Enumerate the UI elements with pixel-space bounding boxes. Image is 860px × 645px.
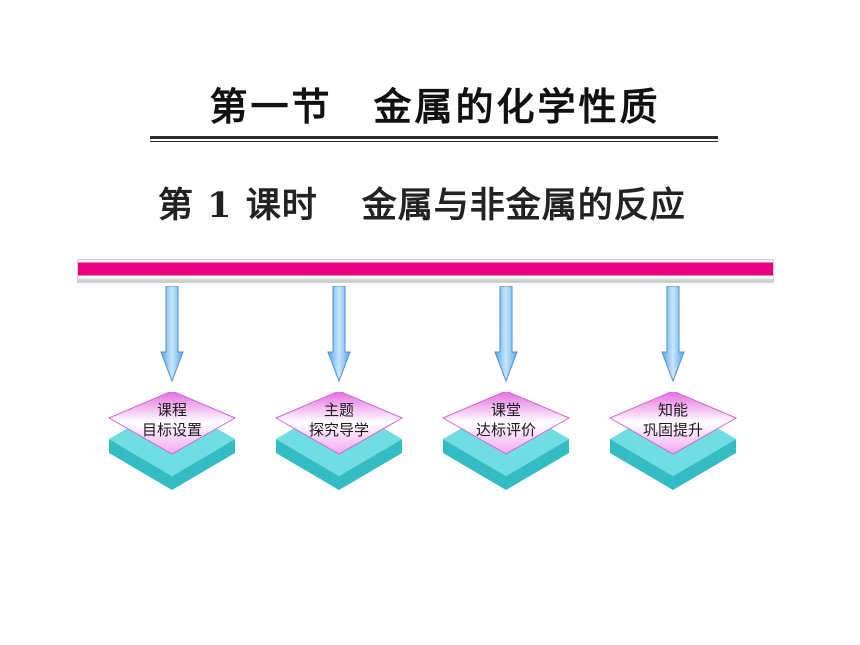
slide-subtitle: 第 1 课时 金属与非金属的反应 <box>158 180 686 232</box>
divider-bar <box>77 259 774 283</box>
lesson-topic: 金属与非金属的反应 <box>361 185 686 226</box>
title-underline-thin <box>150 141 718 142</box>
down-arrow-icon <box>327 285 351 383</box>
tile-shape <box>274 392 404 490</box>
tile-label-line1: 主题 <box>323 401 354 419</box>
slide-title: 第一节 金属的化学性质 <box>209 85 661 129</box>
tile-label-line1: 课堂 <box>490 401 521 419</box>
tile-label-line2: 巩固提升 <box>642 421 703 439</box>
tile-label: 知能 巩固提升 <box>608 400 738 440</box>
tile-shape <box>107 392 237 490</box>
lesson-number: 第 1 课时 <box>158 185 318 226</box>
tile-label-line1: 知能 <box>657 401 688 419</box>
tile-label: 主题 探究导学 <box>274 400 404 440</box>
tile-label-line1: 课程 <box>156 401 187 419</box>
tile-label-line2: 探究导学 <box>308 421 369 439</box>
tile-label: 课程 目标设置 <box>107 400 237 440</box>
down-arrow-icon <box>494 285 518 383</box>
section-tile-consolidation[interactable]: 知能 巩固提升 <box>608 392 738 492</box>
section-tile-course-goals[interactable]: 课程 目标设置 <box>107 392 237 492</box>
title-underline-thick <box>150 136 718 139</box>
section-tile-topic-study[interactable]: 主题 探究导学 <box>274 392 404 492</box>
tile-shape <box>441 392 571 490</box>
down-arrow-icon <box>661 285 685 383</box>
tile-shape <box>608 392 738 490</box>
section-tile-class-assessment[interactable]: 课堂 达标评价 <box>441 392 571 492</box>
tile-label-line2: 目标设置 <box>141 421 202 439</box>
tile-label: 课堂 达标评价 <box>441 400 571 440</box>
tile-label-line2: 达标评价 <box>475 421 536 439</box>
down-arrow-icon <box>160 285 184 383</box>
